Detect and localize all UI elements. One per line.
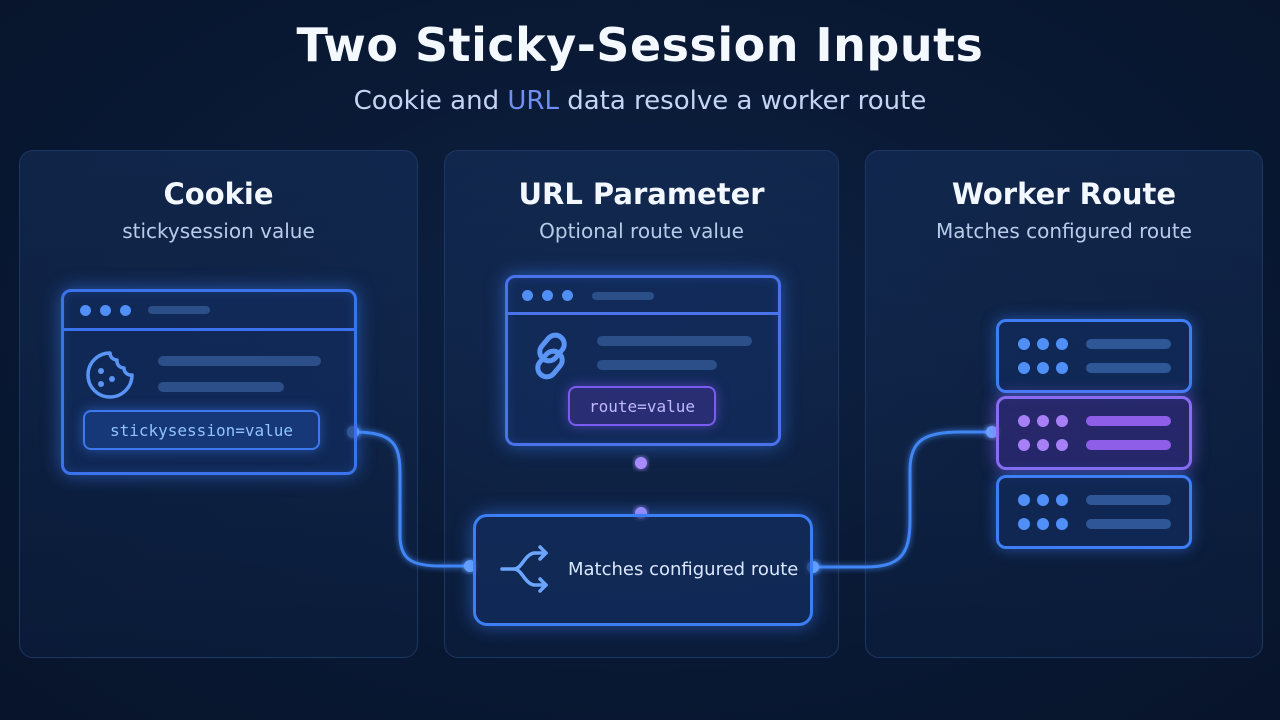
text-placeholder-line — [597, 336, 752, 346]
server-led — [1056, 338, 1068, 350]
server-led — [1018, 439, 1030, 451]
worker-route-panel: Worker Route Matches configured route — [865, 150, 1263, 658]
server-led — [1056, 415, 1068, 427]
page-title: Two Sticky-Session Inputs — [296, 18, 984, 72]
window-dot — [100, 305, 111, 316]
cookie-panel-title: Cookie — [163, 177, 274, 211]
server-led — [1037, 415, 1049, 427]
subtitle-suffix: data resolve a worker route — [558, 86, 927, 116]
cookie-panel-subtitle: stickysession value — [122, 219, 315, 243]
page-subtitle: Cookie and URL data resolve a worker rou… — [0, 86, 1280, 116]
address-placeholder — [592, 292, 654, 300]
url-port-dot — [635, 457, 647, 469]
server-led — [1056, 439, 1068, 451]
server-led — [1056, 362, 1068, 374]
window-dot — [522, 290, 533, 301]
server-led — [1018, 494, 1030, 506]
server-led — [1037, 362, 1049, 374]
branch-split-icon — [498, 541, 554, 602]
server-bar — [1086, 339, 1171, 349]
text-placeholder-line — [597, 360, 717, 370]
text-placeholder-line — [158, 356, 321, 366]
url-panel-subtitle: Optional route value — [539, 219, 744, 243]
window-titlebar-divider — [508, 312, 778, 315]
url-panel-title: URL Parameter — [518, 177, 765, 211]
worker-panel-subtitle: Matches configured route — [936, 219, 1192, 243]
cookie-icon — [84, 349, 136, 406]
worker-panel-title: Worker Route — [951, 177, 1177, 211]
window-dot — [120, 305, 131, 316]
server-bar — [1086, 495, 1171, 505]
window-dot — [80, 305, 91, 316]
server-led — [1037, 439, 1049, 451]
server-bar — [1086, 519, 1171, 529]
resolver-to-server-wire — [813, 430, 993, 569]
worker-server-selected — [996, 396, 1192, 470]
server-led — [1018, 415, 1030, 427]
server-led — [1037, 494, 1049, 506]
server-port-dot — [986, 426, 998, 438]
url-route-value-field: route=value — [568, 386, 716, 426]
server-bar — [1086, 363, 1171, 373]
subtitle-prefix: Cookie and — [353, 86, 508, 116]
window-dot — [562, 290, 573, 301]
address-placeholder — [148, 306, 210, 314]
server-bar — [1086, 416, 1171, 426]
window-titlebar-divider — [64, 328, 354, 331]
server-led — [1018, 362, 1030, 374]
server-led — [1056, 494, 1068, 506]
server-led — [1037, 518, 1049, 530]
route-resolver-box: Matches configured route — [473, 514, 813, 626]
resolver-label: Matches configured route — [568, 559, 799, 580]
server-bar — [1086, 440, 1171, 450]
cookie-value-field: stickysession=value — [83, 410, 320, 450]
server-led — [1018, 518, 1030, 530]
server-led — [1018, 338, 1030, 350]
server-led — [1037, 338, 1049, 350]
subtitle-highlight: URL — [507, 86, 559, 116]
window-dot — [542, 290, 553, 301]
link-icon — [528, 330, 574, 385]
cookie-to-resolver-wire — [352, 430, 470, 568]
worker-server — [996, 475, 1192, 549]
text-placeholder-line — [158, 382, 284, 392]
worker-server — [996, 319, 1192, 393]
server-led — [1056, 518, 1068, 530]
url-browser-window — [505, 275, 781, 446]
